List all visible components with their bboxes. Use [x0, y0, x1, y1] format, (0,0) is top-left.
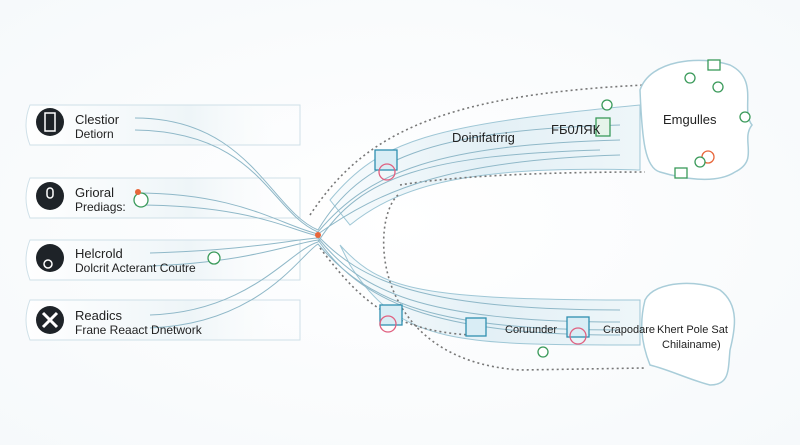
item-subtitle: Dolcrit Acterant Coutre: [75, 261, 196, 275]
recycle-icon: [537, 346, 549, 358]
left-icons: [36, 108, 64, 334]
chat-icon: [133, 192, 149, 208]
item-title: Clestior: [75, 112, 120, 127]
flow-lines: [134, 117, 621, 336]
wrench-icon: [36, 244, 64, 272]
decorative-icons: [133, 59, 751, 358]
item-subtitle: Detiorn: [75, 127, 114, 141]
upper-endpoint-label: Emgulles: [663, 112, 717, 127]
lower-endpoint-blob[interactable]: [640, 282, 736, 386]
item-title: Grioral: [75, 185, 114, 200]
item-subtitle: Prediags:: [75, 200, 126, 214]
building-icon: [595, 117, 611, 137]
item-subtitle: Frane Reaact Dnetwork: [75, 323, 203, 337]
cube-icon: [566, 316, 590, 338]
left-row-backgrounds: [25, 104, 301, 341]
lower-band-label: Coruunder: [505, 324, 557, 336]
upper-band-label-2: FБ0ЛЯК: [551, 122, 601, 137]
lower-endpoint-line1: Khert Pole Sat: [657, 324, 728, 336]
chat-icon: [207, 251, 221, 265]
upper-band-label: Doinifatrrig: [452, 130, 515, 145]
microphone-icon: [36, 182, 64, 210]
server-icon: [36, 108, 64, 136]
junction-node: [315, 232, 321, 238]
item-title: Helcrold: [75, 246, 123, 261]
lower-band-label-2: Crapodare: [603, 324, 655, 336]
lower-endpoint-line2: Chilainame): [662, 339, 721, 351]
cube-icon: [379, 304, 403, 326]
cube-icon: [465, 317, 487, 337]
item-title: Readics: [75, 308, 122, 323]
